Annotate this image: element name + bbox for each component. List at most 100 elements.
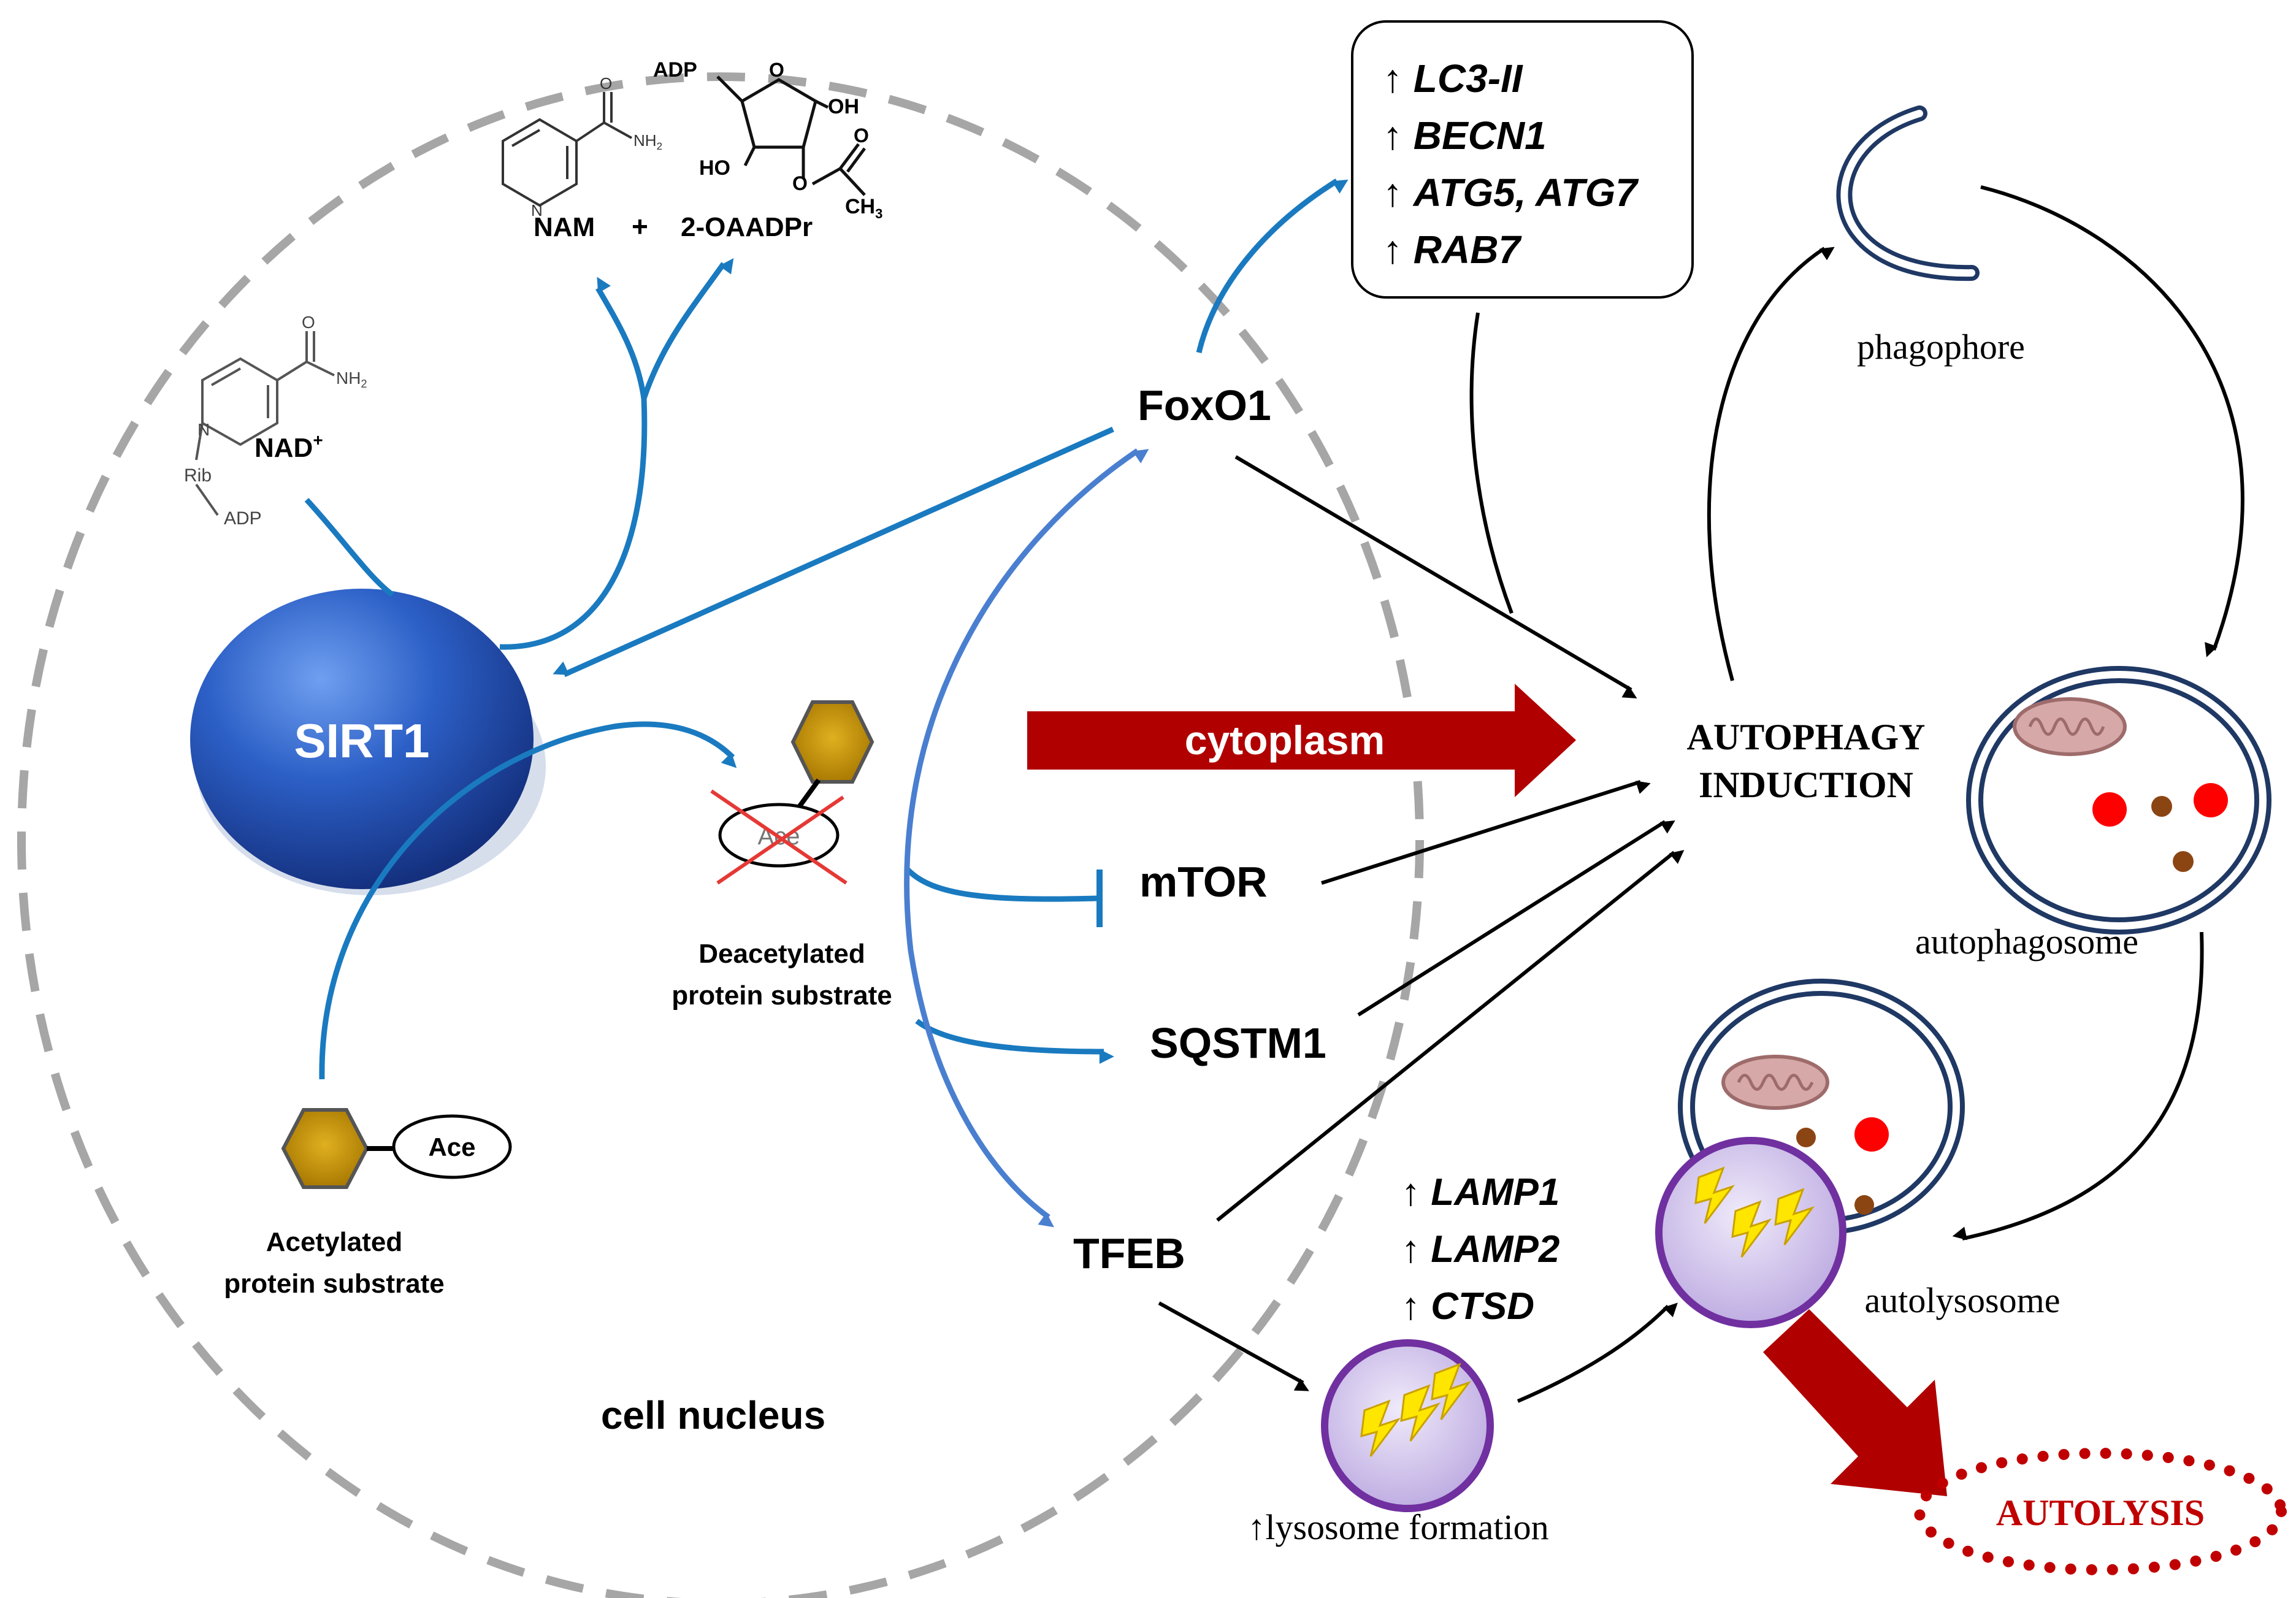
plus-sign: + xyxy=(632,210,648,242)
nam-structure-icon xyxy=(502,92,632,207)
inhibit-mtor-arrow xyxy=(905,867,1098,902)
sirt1-foxo1-arrow xyxy=(553,426,1114,678)
foxo1-target-genes-arrow xyxy=(1196,178,1349,354)
nad-o-atom: O xyxy=(302,313,315,332)
oaadpr-ring-o: O xyxy=(769,59,784,81)
phagophore-to-autophagosome-arrow xyxy=(1980,185,2244,657)
lysosome-genes-list: ↑ LAMP1 ↑ LAMP2 ↑ CTSD xyxy=(1401,1171,1559,1328)
nad-rib: Rib xyxy=(184,465,212,486)
phagophore-label: phagophore xyxy=(1857,327,2025,367)
phagophore-inner-icon xyxy=(1840,110,1975,277)
sirt1-products-curve xyxy=(499,398,648,650)
autophagy-gene-up-arrow-icon: ↑ xyxy=(1383,56,1414,101)
lysosome-to-autolysosome-arrow xyxy=(1517,1302,1678,1403)
autophagy-gene-up-arrow-icon: ↑ xyxy=(1383,113,1414,158)
removed-ace-cross-1 xyxy=(710,789,848,885)
autophagy-gene-0: ↑ LC3-II xyxy=(1383,56,1523,101)
phagophore-outer-icon xyxy=(1836,105,1980,281)
autophagosome-to-autolysosome-arrow xyxy=(1952,931,2204,1241)
autophagy-gene-up-arrow-icon: ↑ xyxy=(1383,227,1414,272)
oaadpr-ch3: CH3 xyxy=(845,195,882,221)
nam-nh2: NH2 xyxy=(633,131,662,152)
autophagosome-red-dot-1 xyxy=(2092,792,2127,827)
sirt1-label: SIRT1 xyxy=(294,714,429,768)
sqstm1-to-induction-arrow xyxy=(1357,820,1675,1017)
activate-sqstm1-arrow xyxy=(915,1019,1114,1064)
deacetylated-label-line1: Deacetylated xyxy=(698,939,865,969)
tfeb-to-lysosome-arrow xyxy=(1158,1301,1309,1391)
nad-structure-icon xyxy=(195,331,335,516)
lysosome-gene-0: ↑ LAMP1 xyxy=(1401,1171,1559,1214)
nam-ring-n: N xyxy=(531,201,543,220)
nad-consumption-arrow xyxy=(304,497,394,597)
acetylated-hexagon xyxy=(281,1108,369,1189)
acetylated-label-line1: Acetylated xyxy=(266,1227,403,1257)
acetyl-group xyxy=(392,1114,512,1179)
lysosome-gene-up-arrow-icon: ↑ xyxy=(1401,1285,1431,1328)
lysosome-gene-2: ↑ CTSD xyxy=(1401,1285,1534,1328)
oaadpr-carbonyl-o: O xyxy=(854,124,869,147)
sqstm1-label: SQSTM1 xyxy=(1150,1019,1326,1067)
mtor-to-induction-arrow xyxy=(1321,780,1651,885)
autolysosome-mitochondrion-icon xyxy=(1721,1055,1829,1110)
lysosome-gene-up-arrow-icon: ↑ xyxy=(1401,1171,1431,1214)
lysosome-icon xyxy=(1321,1339,1494,1512)
tfeb-label: TFEB xyxy=(1073,1229,1185,1277)
oaadpr-structure-icon xyxy=(716,75,867,196)
foxo1-label: FoxO1 xyxy=(1138,381,1271,429)
nam-o-atom: O xyxy=(600,74,612,93)
autolysis-boundary xyxy=(1914,1448,2287,1575)
cell-nucleus-label: cell nucleus xyxy=(601,1393,825,1437)
tfeb-to-induction-arrow xyxy=(1216,850,1685,1222)
nad-label: NAD+ xyxy=(254,430,323,463)
lysosome-gene-1: ↑ LAMP2 xyxy=(1401,1228,1559,1271)
autophagy-induction-line2: INDUCTION xyxy=(1699,765,1913,805)
autophagosome-red-dot-2 xyxy=(2194,783,2228,817)
autophagosome-brown-dot-1 xyxy=(2151,796,2172,817)
autophagy-induction-line1: AUTOPHAGY xyxy=(1687,717,1926,757)
deacetylated-bond xyxy=(795,778,821,811)
autolysosome-red-dot xyxy=(1854,1117,1889,1152)
acetylated-label-line2: protein substrate xyxy=(224,1269,444,1299)
nad-ring-n: N xyxy=(197,420,210,439)
nam-release-arrow xyxy=(595,277,647,399)
removed-ace-cross-2 xyxy=(716,795,844,885)
deacetylation-arrow xyxy=(319,721,737,1080)
oaadpr-adp: ADP xyxy=(653,58,697,82)
autophagy-gene-up-arrow-icon: ↑ xyxy=(1383,170,1414,215)
autophagy-genes-list: ↑ LC3-II ↑ BECN1 ↑ ATG5, ATG7 ↑ RAB7 xyxy=(1383,56,1639,272)
autophagosome-label: autophagosome xyxy=(1915,922,2138,961)
genes-to-induction-arrow xyxy=(1469,312,1513,614)
mtor-label: mTOR xyxy=(1139,858,1268,906)
oaadpr-label: 2-OAADPr xyxy=(681,212,813,242)
deacetylated-hexagon xyxy=(790,700,874,784)
mitochondrion-icon xyxy=(2013,697,2127,756)
foxo1-to-induction-arrow xyxy=(1234,455,1637,698)
oaadpr-ho: HO xyxy=(699,156,730,180)
oaadpr-release-arrow xyxy=(641,258,734,400)
autophagy-genes-box xyxy=(1351,20,1694,299)
nad-adp: ADP xyxy=(224,508,262,529)
oaadpr-oh: OH xyxy=(828,95,859,118)
autolysosome-enzyme-bolts-icon xyxy=(1694,1166,1815,1258)
autolysosome-brown-dot-2 xyxy=(1854,1195,1874,1215)
foxo1-tfeb-bidirectional-arrow xyxy=(904,448,1149,1228)
autolysosome-brown-dot-1 xyxy=(1796,1128,1816,1147)
lysosome-formation-label: ↑lysosome formation xyxy=(1247,1507,1548,1547)
autophagy-gene-3: ↑ RAB7 xyxy=(1383,227,1522,272)
autophagosome-brown-dot-2 xyxy=(2173,851,2194,872)
nucleus-boundary xyxy=(17,72,1424,1598)
cytoplasm-label: cytoplasm xyxy=(1185,717,1385,763)
autolysosome-label: autolysosome xyxy=(1865,1280,2061,1320)
autolysis-label: AUTOLYSIS xyxy=(1996,1493,2205,1533)
acetyl-group-label: Ace xyxy=(428,1133,475,1161)
induction-to-phagophore-arrow xyxy=(1707,247,1835,681)
autophagy-gene-1: ↑ BECN1 xyxy=(1383,113,1547,158)
autophagy-gene-2: ↑ ATG5, ATG7 xyxy=(1383,170,1639,215)
lysosome-enzyme-bolts-icon xyxy=(1360,1363,1472,1457)
nad-nh2: NH2 xyxy=(336,369,367,390)
lysosome-gene-up-arrow-icon: ↑ xyxy=(1401,1228,1431,1271)
nam-label: NAM xyxy=(534,212,595,242)
